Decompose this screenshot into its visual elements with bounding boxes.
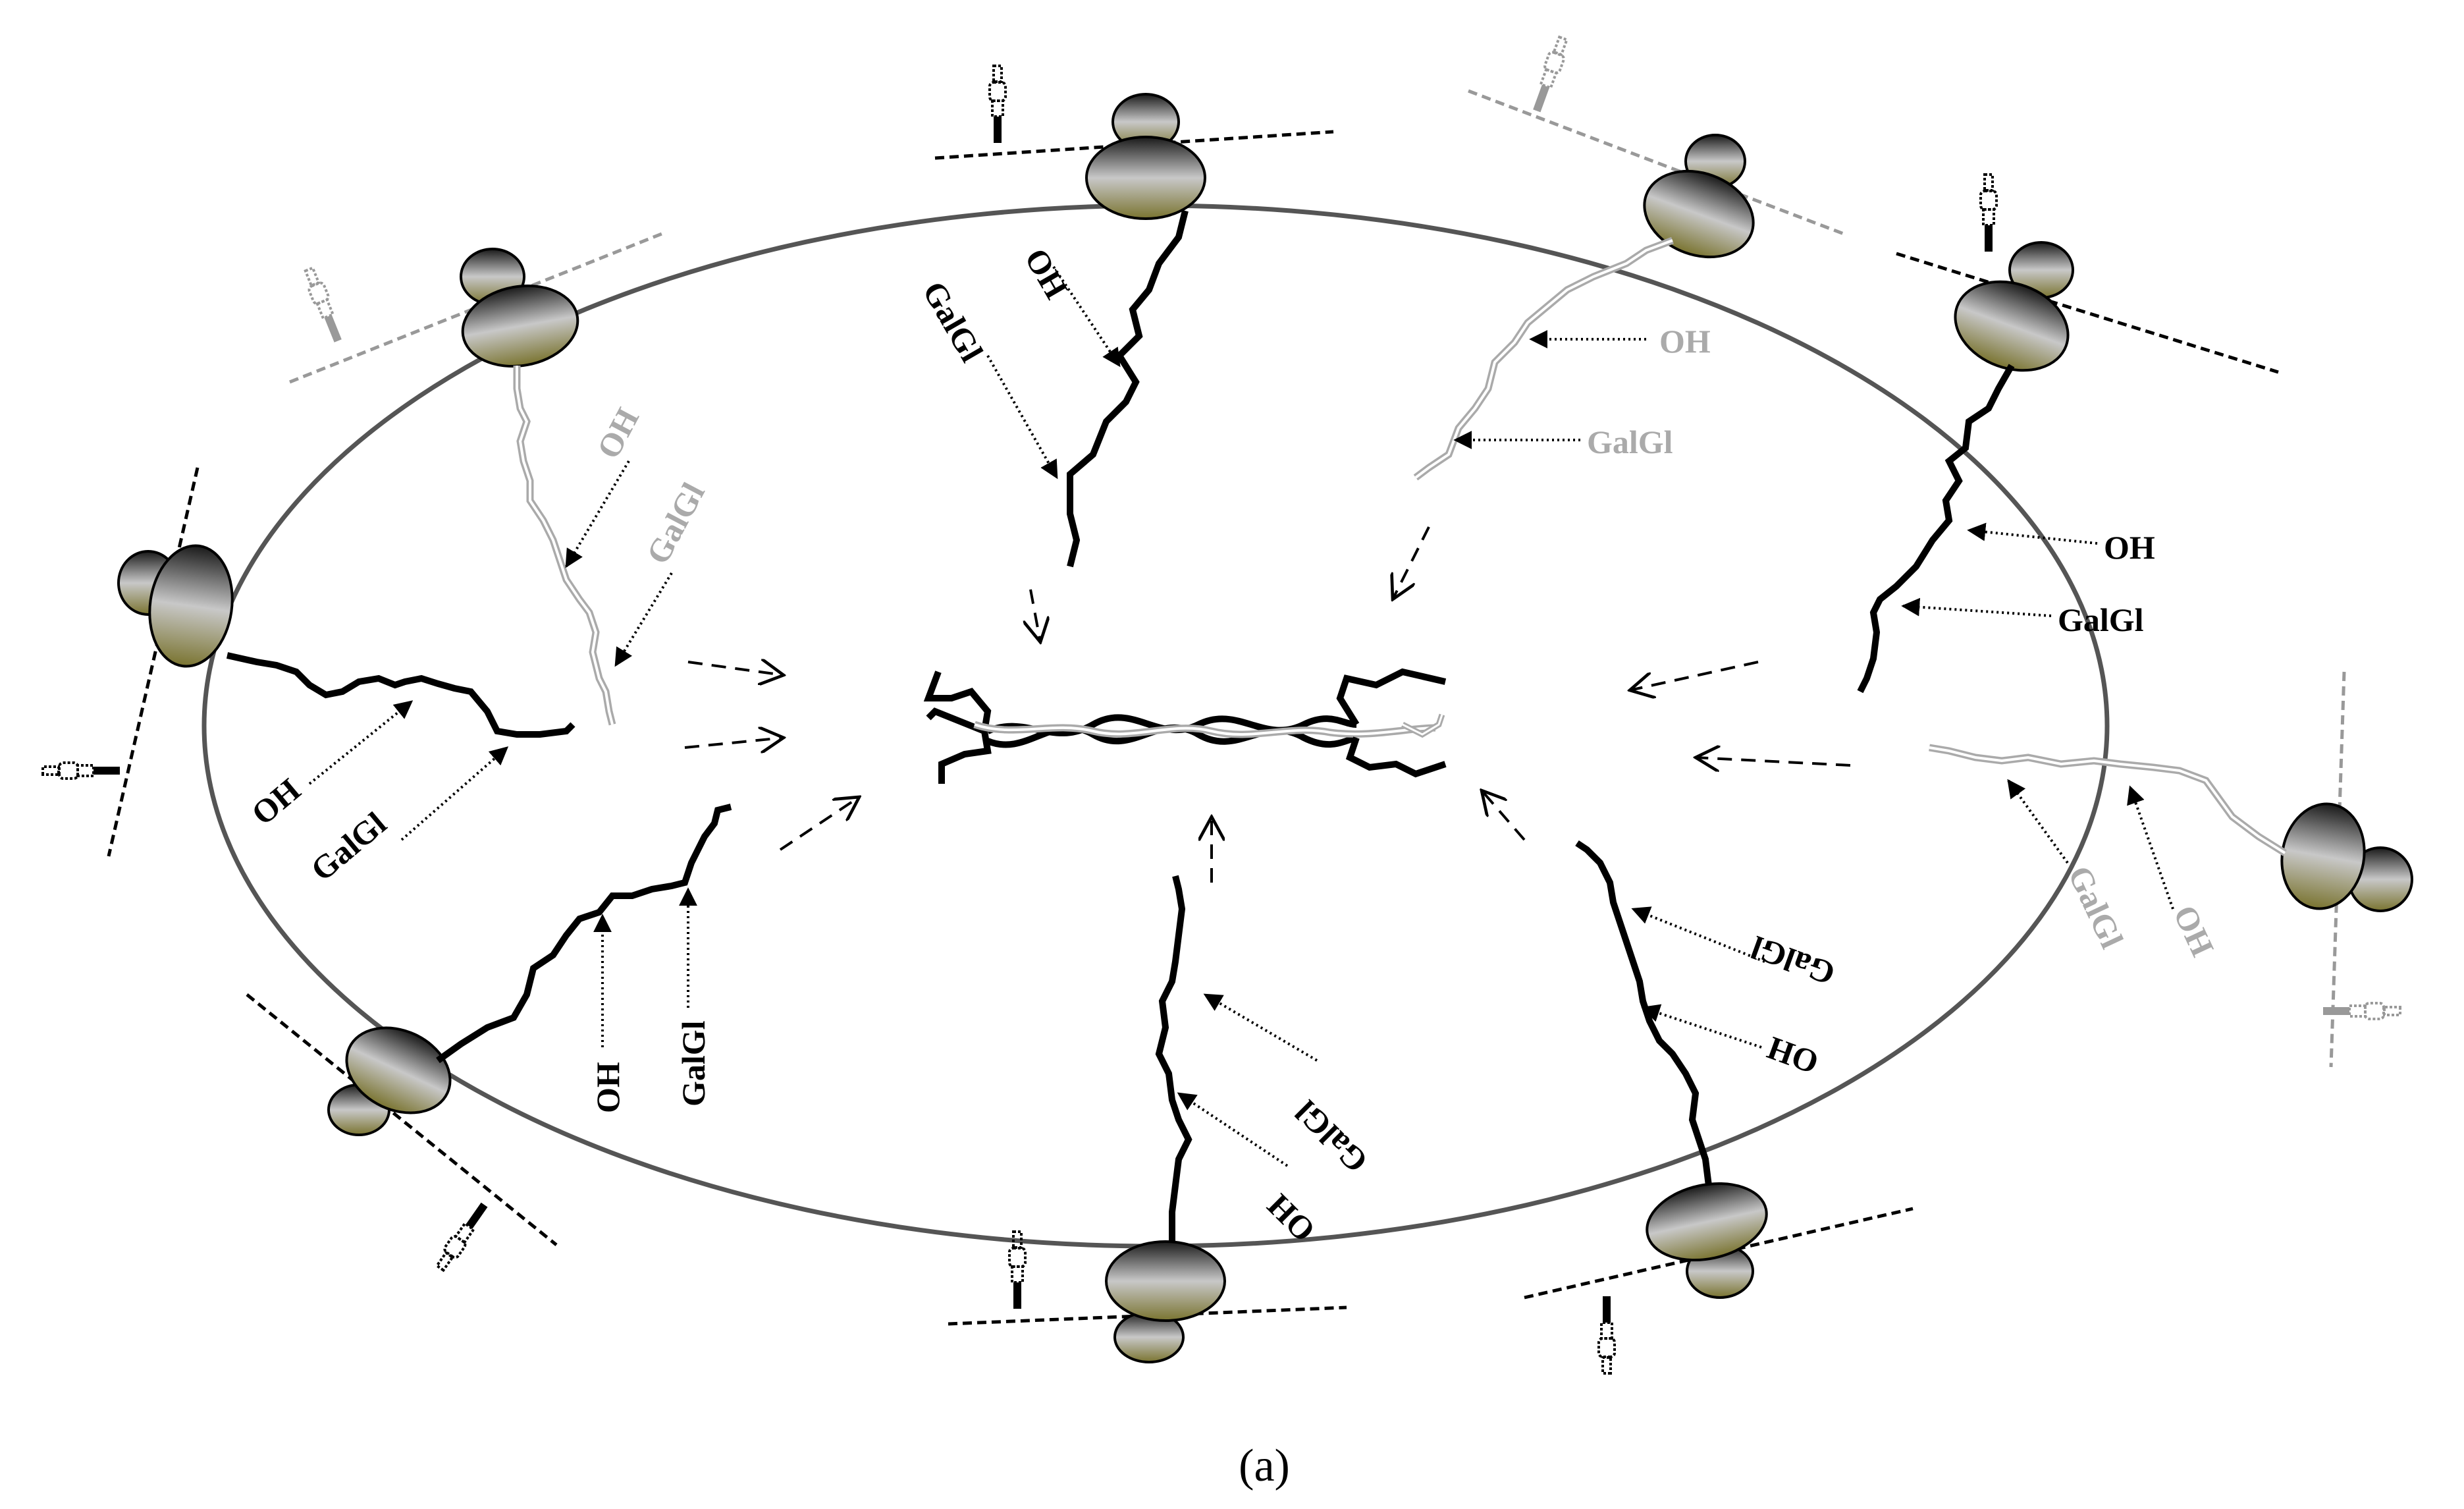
label-galgl-top-right: GalGl [1587,424,1673,460]
galgl-pointer-light [614,572,673,667]
peptide-chain [1155,875,1192,1242]
oh-pointer [1967,522,2098,545]
arrow-right-lower [1696,757,1851,765]
oh-pointer [1052,265,1121,368]
oh-pointer [308,700,414,785]
helix-right-end-lower [1345,736,1447,778]
oh-pointer-light [565,460,630,568]
label-galgl-left: GalGl [304,805,393,889]
galgl-pointer-light [2007,779,2069,864]
ribosome-large-subunit [461,284,579,368]
trna-icon [41,761,121,780]
ribosome-right-upper [1857,173,2279,694]
label-galgl-top-left: GalGl [639,476,712,570]
procollagen-triple-helix [923,668,1447,784]
mrna-strand [1468,89,1844,236]
label-oh-top-right: OH [1659,323,1711,360]
mrna-strand [948,1305,1347,1326]
arrow-top-center [1031,589,1040,642]
arrow-right-upper [1630,661,1759,690]
arrow-left-lower [684,738,784,748]
mrna-strand [107,467,200,857]
label-galgl-right-upper: GalGl [2058,601,2144,638]
label-oh-right-lower: OH [2166,900,2222,962]
arrow-bottom-right [1482,790,1526,841]
mrna-strand [289,232,662,384]
label-galgl-bottom-left: GalGl [675,1020,712,1107]
ribosome-large-subunit [1105,1240,1226,1322]
galgl-pointer [1901,597,2052,617]
arrow-left-upper [687,662,784,675]
trna-icon [1597,1295,1616,1375]
ribosome-bottom-left [246,804,732,1274]
ribosome-large-subunit [148,544,234,668]
ribosome-bottom-center [948,875,1347,1363]
label-oh-top: OH [1017,242,1075,305]
trna-icon [988,65,1007,144]
galgl-pointer [1631,906,1765,963]
mrna-strand [1896,252,2279,374]
peptide-chain [1575,840,1712,1186]
ribosome-left [41,467,576,857]
mrna-strand [2329,671,2346,1068]
ribosome-large-subunit [1085,136,1206,220]
galgl-pointer [1203,993,1318,1062]
oh-pointer [1177,1092,1289,1167]
label-oh-right-upper: OH [2104,529,2155,566]
helix-right-end-upper [1336,668,1447,727]
mrna-strand [934,130,1334,160]
arrow-bottom-left [779,797,859,851]
ribosome-large-subunit [1954,280,2070,372]
label-galgl-right-lower: GalGl [2061,860,2131,954]
ribosome-large-subunit [1646,1182,1768,1262]
peptide-chain [1857,364,2015,694]
label-galgl-bottom-right: GalGl [1746,929,1840,993]
label-galgl-bottom-center: GalGl [1288,1093,1375,1180]
label-galgl-top: GalGl [915,275,990,368]
peptide-chain [226,652,576,738]
label-oh-bottom-right: OH [1762,1029,1823,1082]
ribosome-large-subunit [1643,169,1755,259]
trna-icon [432,1199,493,1274]
ribosome-bottom-right [1524,840,1914,1375]
ribosome-top-right-light [1413,34,1844,481]
trna-icon [1528,34,1572,115]
arrow-top-right [1393,526,1430,599]
ribosome-right-lower-light [1929,671,2413,1068]
trna-icon [1979,173,1998,253]
label-oh-left: OH [244,771,308,832]
ribosome-top-left-light [289,232,662,726]
mrna-strand [246,993,558,1246]
peptide-chain [436,804,732,1064]
galgl-pointer [986,355,1058,480]
ribosome-top-center [934,65,1334,568]
ribosome-large-subunit [345,1026,452,1114]
label-oh-bottom-left: OH [589,1062,626,1113]
peptide-chain [1067,209,1189,568]
label-oh-top-left: OH [589,402,646,464]
galgl-pointer [400,746,509,841]
helix-left-end-upper [923,671,992,736]
helix-left-end-lower [938,730,992,784]
mrna-strand [1524,1207,1914,1300]
oh-pointer-light [2127,785,2174,910]
trna-icon [300,265,347,345]
figure-caption: (a) [1239,1440,1290,1491]
